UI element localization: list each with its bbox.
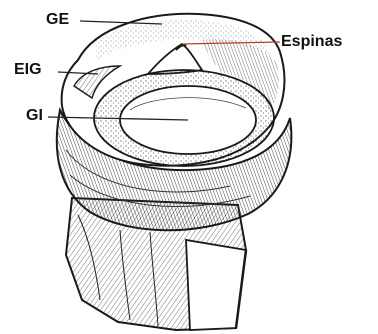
label-espinas: Espinas — [281, 34, 342, 50]
label-ge: GE — [46, 12, 69, 28]
label-gi: GI — [26, 108, 43, 124]
articular-surface — [62, 14, 285, 166]
label-eig: EIG — [14, 62, 42, 78]
